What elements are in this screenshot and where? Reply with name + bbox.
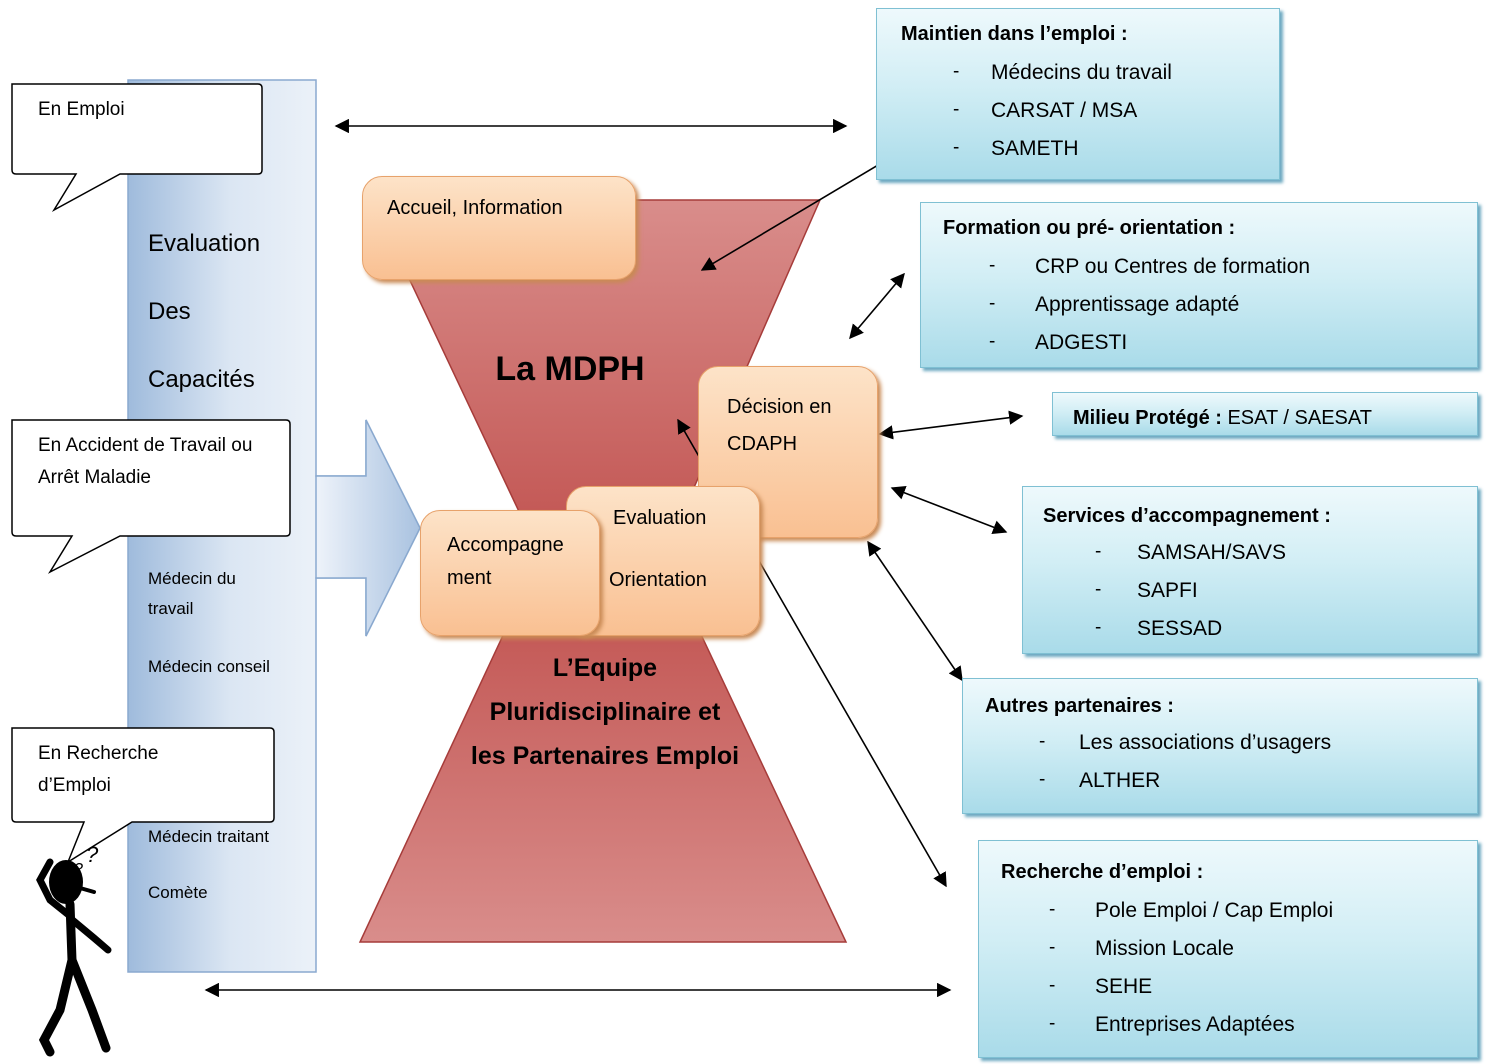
bubble-accident <box>11 419 291 574</box>
card-autres-title: Autres partenaires : <box>985 695 1174 717</box>
step-decision-label: Décision en CDAPH <box>727 396 832 455</box>
step-accueil-label: Accueil, Information <box>387 197 563 219</box>
bullet-dash: - <box>1095 617 1102 638</box>
column-title-line-1: Evaluation <box>148 230 261 257</box>
actor-comete: Comète <box>148 883 208 902</box>
bullet-dash: - <box>1049 899 1056 920</box>
card-recherche-item-1: Pole Emploi / Cap Emploi <box>1095 899 1334 922</box>
card-services: Services d’accompagnement : - SAMSAH/SAV… <box>1022 486 1478 654</box>
card-recherche: Recherche d’emploi : - Pole Emploi / Cap… <box>978 840 1478 1058</box>
card-autres-item-1: Les associations d’usagers <box>1079 731 1332 754</box>
card-milieu-suffix: ESAT / SAESAT <box>1227 407 1372 429</box>
bullet-dash: - <box>1049 975 1056 996</box>
mdph-title: La MDPH <box>495 350 645 388</box>
card-autres-item-2: ALTHER <box>1079 769 1161 792</box>
step-accompagnement-label: Accompagnement <box>447 534 564 589</box>
bullet-dash: - <box>1039 769 1046 790</box>
thinking-person-figure: ? ? <box>36 842 112 1057</box>
card-maintien: Maintien dans l’emploi : - Médecins du t… <box>876 8 1280 180</box>
svg-text:?: ? <box>86 842 99 867</box>
card-services-item-2: SAPFI <box>1137 579 1198 602</box>
situation-accident: En Accident de Travail ou Arrêt Maladie <box>38 435 253 488</box>
column-title-line-3: Capacités <box>148 366 255 393</box>
bullet-dash: - <box>953 99 960 120</box>
card-milieu-title: Milieu Protégé : <box>1073 407 1222 429</box>
card-formation-item-1: CRP ou Centres de formation <box>1035 255 1311 278</box>
svg-text:?: ? <box>74 861 83 878</box>
bullet-dash: - <box>989 293 996 314</box>
card-maintien-item-3: SAMETH <box>991 137 1079 160</box>
card-formation-item-3: ADGESTI <box>1035 331 1128 354</box>
bullet-dash: - <box>1095 579 1102 600</box>
card-recherche-item-2: Mission Locale <box>1095 937 1234 960</box>
bubble-recherche <box>11 727 275 864</box>
actor-medecin-traitant: Médecin traitant <box>148 827 269 846</box>
bullet-dash: - <box>1049 937 1056 958</box>
bullet-dash: - <box>989 331 996 352</box>
step-accueil-box[interactable]: Accueil, Information <box>362 176 636 280</box>
actor-medecin-conseil: Médecin conseil <box>148 657 270 676</box>
card-autres: Autres partenaires : - Les associations … <box>962 678 1478 814</box>
card-recherche-item-3: SEHE <box>1095 975 1153 998</box>
bullet-dash: - <box>953 137 960 158</box>
situation-recherche: En Recherche d’Emploi <box>38 743 159 796</box>
bullet-dash: - <box>1095 541 1102 562</box>
card-maintien-item-2: CARSAT / MSA <box>991 99 1138 122</box>
card-maintien-item-1: Médecins du travail <box>991 61 1172 84</box>
card-milieu-protege: Milieu Protégé : ESAT / SAESAT <box>1052 392 1478 436</box>
card-maintien-title: Maintien dans l’emploi : <box>901 23 1128 45</box>
card-services-title: Services d’accompagnement : <box>1043 505 1331 527</box>
bullet-dash: - <box>953 61 960 82</box>
bullet-dash: - <box>1049 1013 1056 1034</box>
bullet-dash: - <box>989 255 996 276</box>
step-evaluation-label: Evaluation <box>613 507 707 529</box>
team-label: L’Equipe Pluridisciplinaire et les Parte… <box>470 654 740 770</box>
card-services-item-3: SESSAD <box>1137 617 1223 640</box>
card-formation: Formation ou pré- orientation : - CRP ou… <box>920 202 1478 368</box>
card-formation-title: Formation ou pré- orientation : <box>943 217 1236 239</box>
card-formation-item-2: Apprentissage adapté <box>1035 293 1240 316</box>
card-recherche-item-4: Entreprises Adaptées <box>1095 1013 1295 1036</box>
column-title-line-2: Des <box>148 298 191 325</box>
card-recherche-title: Recherche d’emploi : <box>1001 861 1204 883</box>
card-services-item-1: SAMSAH/SAVS <box>1137 541 1286 564</box>
card-milieu-line: Milieu Protégé : ESAT / SAESAT <box>1073 407 1372 430</box>
bubble-en-emploi <box>11 83 263 213</box>
step-accompagnement-box[interactable]: Accompagnement <box>420 510 600 636</box>
situation-en-emploi: En Emploi <box>38 99 125 120</box>
actor-medecin-du-travail: Médecin du travail <box>148 569 236 618</box>
bullet-dash: - <box>1039 731 1046 752</box>
connector-arrows <box>204 118 1024 998</box>
step-orientation-label: Orientation <box>609 569 707 591</box>
